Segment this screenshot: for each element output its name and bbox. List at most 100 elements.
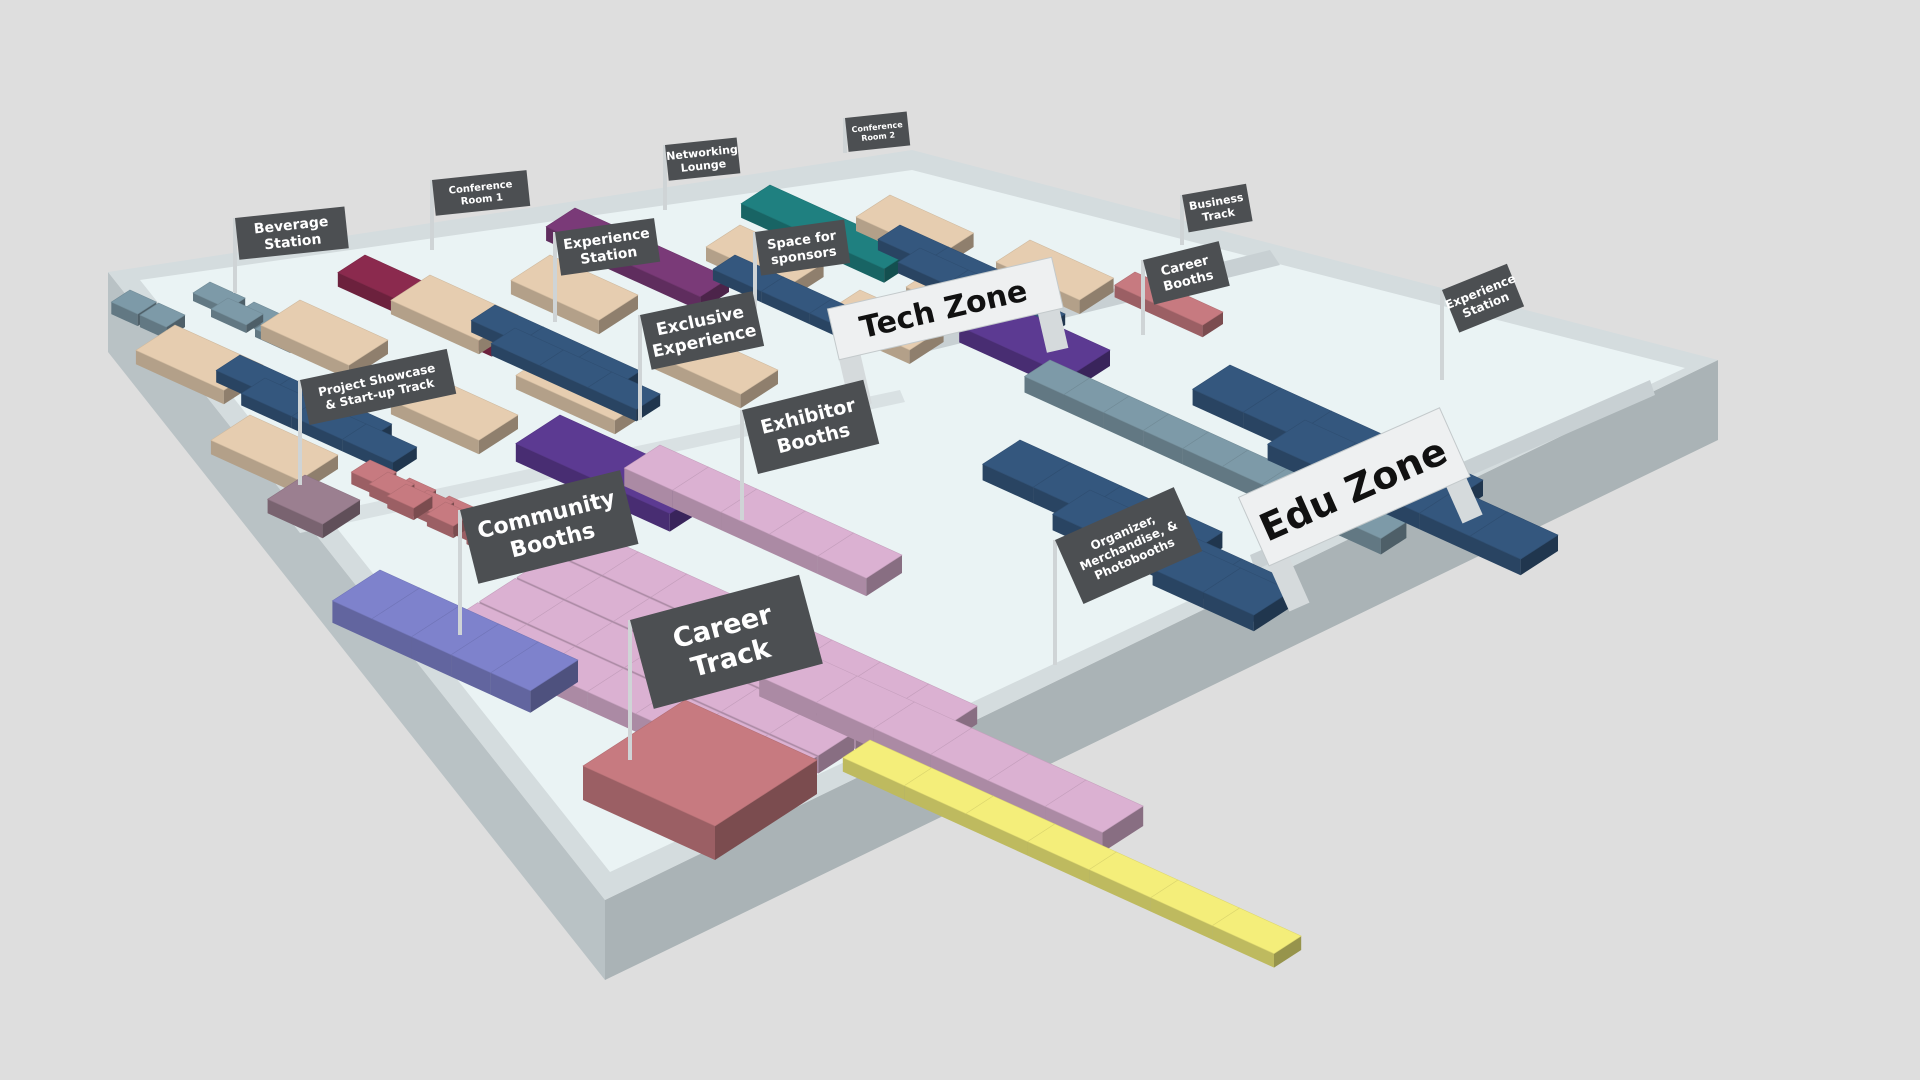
navy-east-b-5 bbox=[1469, 511, 1559, 576]
navy-nw-b-3-top bbox=[341, 423, 418, 463]
beverage-counter-2-front bbox=[139, 315, 167, 340]
exhibitor-row-0-1-front bbox=[624, 468, 673, 509]
navy-mid-b-1-front bbox=[491, 343, 540, 378]
rose-mini-3-1 bbox=[386, 483, 434, 521]
flag-organizer-booths-panel bbox=[1055, 487, 1203, 604]
exhibitor-row-3-7-side bbox=[818, 732, 854, 774]
exhibitor-row-4-4-front bbox=[587, 691, 636, 732]
career-booth-rose-side bbox=[1202, 312, 1223, 338]
slate-row-5-front bbox=[1182, 448, 1223, 483]
navy-east-b-5-side bbox=[1520, 535, 1558, 576]
flag-community-booths-panel bbox=[460, 470, 639, 584]
navy-nw-b-3-side bbox=[393, 447, 417, 475]
beige-table-10-front bbox=[515, 375, 615, 435]
edu-zone-gate-beam bbox=[1237, 407, 1471, 567]
flag-exhibitor-booths-panel bbox=[741, 379, 880, 475]
flag-beverage-station-line-1: Beverage bbox=[253, 214, 329, 238]
navy-east-c-1-front bbox=[982, 464, 1034, 504]
navy-mid-b-3-side bbox=[636, 394, 661, 422]
flag-organizer-booths-banner: Organizer,Merchandise, &Photobooths bbox=[1055, 487, 1203, 604]
beverage-counter-2-top bbox=[139, 302, 186, 328]
navy-east-b-4-front bbox=[1419, 513, 1470, 553]
flag-networking-lounge-line-2: Lounge bbox=[680, 157, 727, 175]
exhibitor-row-0-3-front bbox=[721, 512, 770, 553]
navy-east-e-2 bbox=[1202, 567, 1292, 632]
flag-career-booths-panel bbox=[1143, 241, 1230, 305]
exhibitor-row-0-5-front bbox=[817, 556, 867, 597]
community-booth-5-top bbox=[490, 641, 579, 692]
community-booth-4-front bbox=[451, 654, 491, 695]
flag-networking-lounge-panel bbox=[665, 137, 741, 181]
exhibitor-row-0-5-side bbox=[866, 555, 902, 597]
flag-exclusive-experience-panel bbox=[640, 291, 765, 370]
project-showcase-block-front bbox=[267, 499, 323, 539]
exhibitor-row-5-6-side bbox=[1102, 806, 1144, 853]
flag-conference-room-1-panel bbox=[432, 170, 531, 216]
navy-east-b-5-front bbox=[1470, 536, 1521, 576]
exhibitor-row-0-5-top bbox=[817, 532, 903, 579]
navy-east-e-1-front bbox=[1152, 569, 1204, 609]
beverage-counter-1-front bbox=[111, 302, 138, 327]
navy-nw-b-2-front bbox=[291, 416, 343, 452]
organizer-booth-7-side bbox=[1274, 936, 1302, 968]
community-booth-1-front bbox=[332, 600, 372, 641]
flag-business-track-line-2: Track bbox=[1201, 206, 1236, 225]
flag-experience-station-north-panel bbox=[555, 218, 661, 276]
community-booth-5-side bbox=[530, 660, 578, 713]
organizer-booth-7-top bbox=[1211, 907, 1302, 954]
tech-zone-gate-beam bbox=[826, 256, 1064, 361]
community-booth-3-front bbox=[411, 636, 452, 677]
beige-table-4-top bbox=[510, 254, 639, 321]
community-booth-5 bbox=[490, 641, 579, 713]
beige-table-13-front bbox=[652, 354, 741, 409]
project-showcase-block-side bbox=[322, 500, 360, 539]
career-track-block bbox=[582, 699, 818, 860]
organizer-booth-7-front bbox=[1212, 925, 1274, 968]
exhibitor-row-5-6-top bbox=[1044, 779, 1144, 833]
flag-organizer-booths: Organizer,Merchandise, &Photobooths bbox=[1053, 487, 1203, 665]
rose-mini-3-1-side bbox=[413, 496, 433, 521]
beige-table-2-top bbox=[260, 299, 389, 366]
flag-conference-room-2-line-2: Room 2 bbox=[861, 130, 896, 142]
organizer-booth-7 bbox=[1211, 907, 1302, 968]
community-booth-5-front bbox=[490, 672, 531, 713]
flag-experience-station-north-line-2: Station bbox=[579, 244, 638, 268]
project-showcase-block bbox=[266, 474, 361, 539]
organizer-booth-2-front bbox=[904, 785, 966, 828]
career-track-block-side bbox=[715, 760, 817, 860]
rose-mini-3-2-front bbox=[426, 514, 454, 539]
beige-table-11-front bbox=[390, 400, 479, 455]
slate-row-3-front bbox=[1103, 412, 1144, 447]
navy-east-e-2-front bbox=[1203, 592, 1254, 632]
beige-table-11-side bbox=[478, 415, 518, 455]
beverage-table-b-1 bbox=[210, 297, 264, 333]
exhibitor-row-0-2-front bbox=[672, 490, 722, 531]
flag-project-showcase-panel bbox=[300, 348, 457, 425]
exhibitor-row-0-4-front bbox=[769, 534, 818, 575]
beverage-table-b-1-side bbox=[246, 314, 264, 333]
exhibitor-row-0-5 bbox=[817, 532, 903, 597]
beige-table-3-front bbox=[390, 300, 479, 355]
project-showcase-block-top bbox=[266, 474, 361, 525]
flag-space-for-sponsors-panel bbox=[755, 219, 851, 276]
career-track-block-front bbox=[583, 766, 715, 860]
flag-experience-station-east-panel bbox=[1441, 263, 1525, 333]
beige-table-7-side bbox=[1079, 278, 1114, 314]
navy-east-e-2-side bbox=[1253, 591, 1292, 632]
